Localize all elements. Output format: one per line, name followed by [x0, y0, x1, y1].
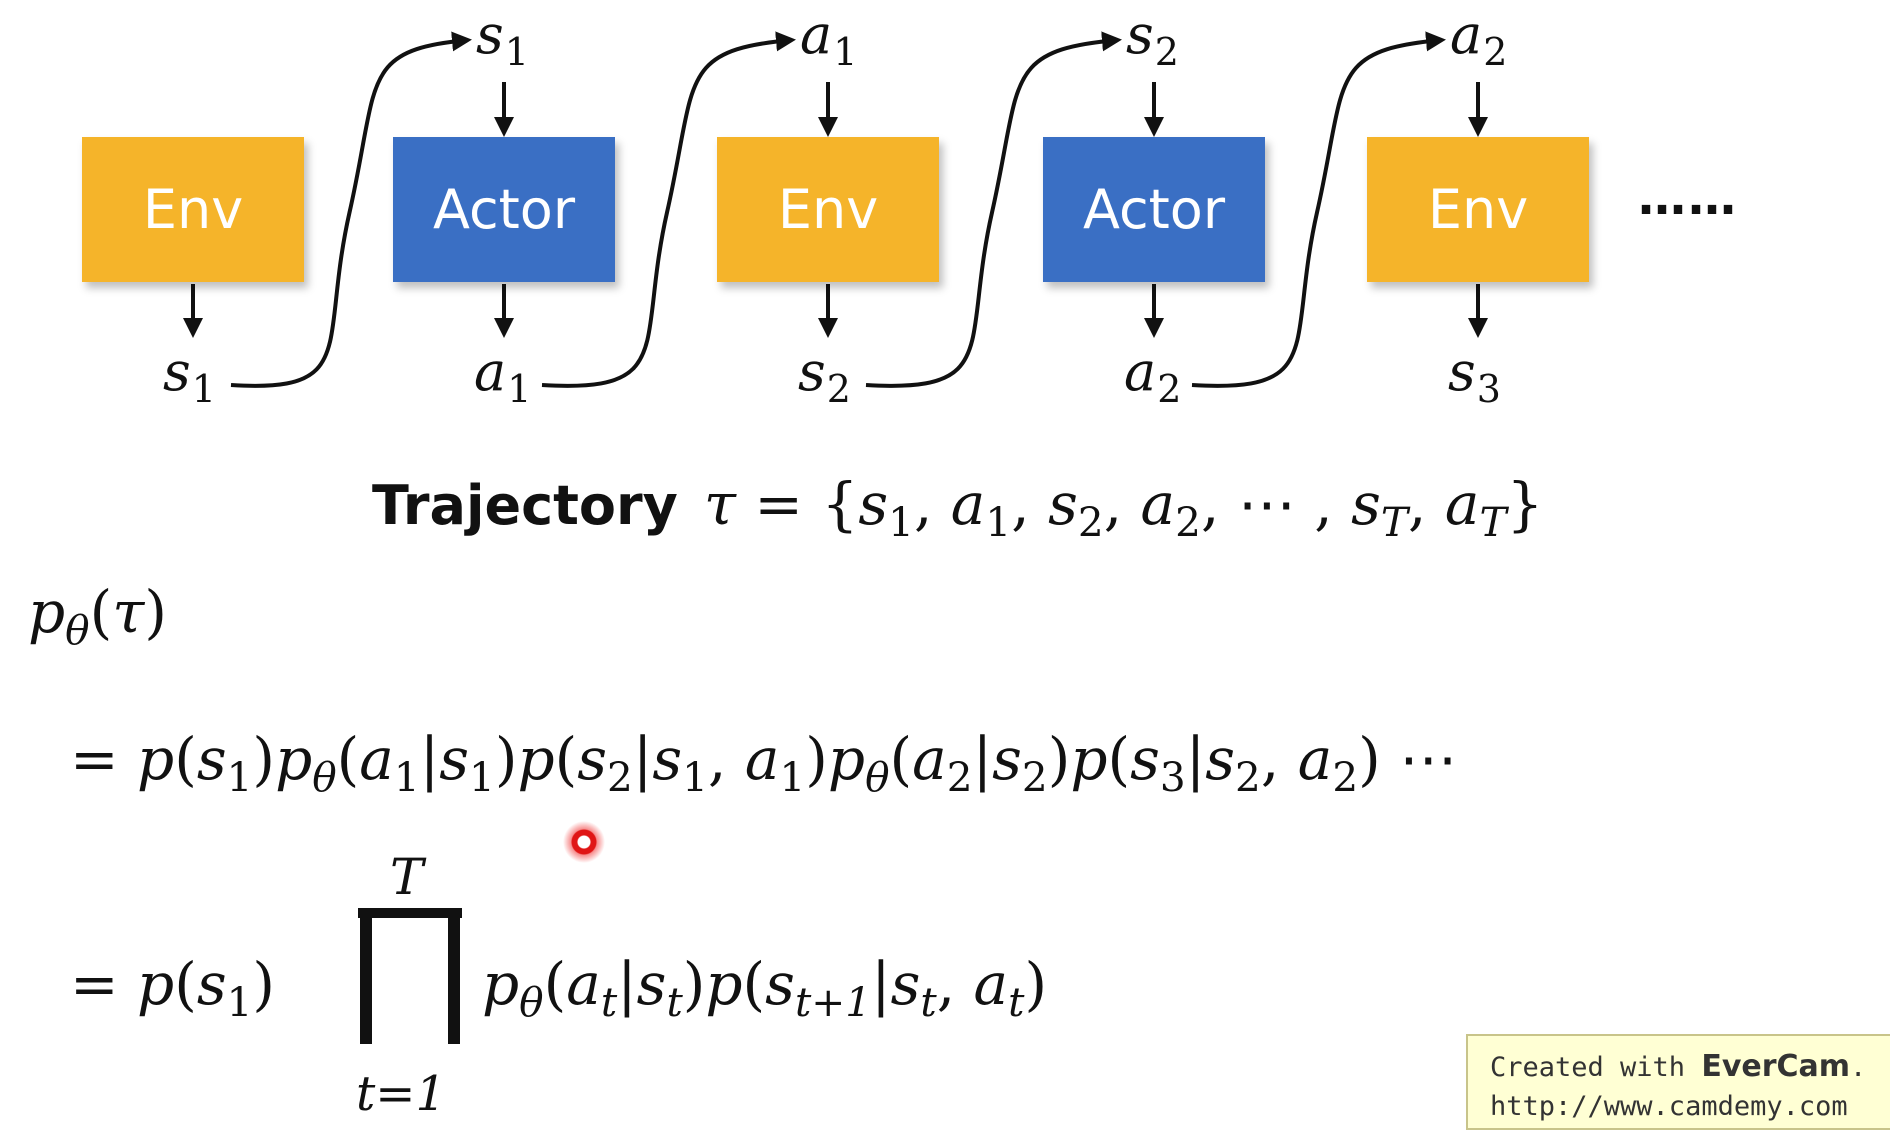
product-symbol	[358, 908, 462, 1044]
expansion-text: = p(s1)pθ(a1|s1)p(s2|s1, a1)pθ(a2|s2)p(s…	[70, 725, 1458, 802]
watermark-prefix: Created with	[1490, 1052, 1702, 1083]
top-var-s1: s1	[476, 3, 529, 74]
env-actor-diagram: Env Actor Env Actor Env s1 a1 s2 a2 s3 s1 a1 s2 a2 ……	[0, 0, 1890, 440]
product-prefix: = p(s1)	[70, 950, 276, 1027]
product-operator: T t=1	[350, 848, 470, 1122]
watermark-brand: EverCam	[1701, 1049, 1851, 1084]
product-lower-limit: t=1	[356, 1066, 446, 1122]
bottom-var-s1: s1	[163, 340, 216, 411]
diagram-arrows	[183, 31, 1488, 388]
env-box-3: Env	[717, 137, 939, 282]
feedback-curve-4	[1191, 31, 1446, 388]
top-var-a2: a2	[1450, 3, 1508, 74]
env-box-1: Env	[82, 137, 304, 282]
probability-expansion-line: = p(s1)pθ(a1|s1)p(s2|s1, a1)pθ(a2|s2)p(s…	[70, 725, 1457, 801]
product-lower-text: t=1	[356, 1066, 447, 1122]
product-body: pθ(at|st)p(st+1|st, at)	[482, 950, 1047, 1026]
product-body-text: pθ(at|st)p(st+1|st, at)	[482, 950, 1048, 1027]
continuation-ellipsis: ……	[1638, 170, 1738, 226]
bottom-var-s3: s3	[1448, 340, 1501, 411]
trajectory-formula: τ = {s1, a1, s2, a2, ⋯ , sT, aT}	[704, 470, 1544, 546]
evercam-watermark: Created with EverCam. http://www.camdemy…	[1466, 1034, 1890, 1130]
trajectory-probability-lhs: pθ(τ)	[28, 578, 167, 654]
bottom-var-a1: a1	[474, 340, 532, 411]
actor-box-2: Actor	[393, 137, 615, 282]
actor-box-4: Actor	[1043, 137, 1265, 282]
feedback-curve-1	[230, 31, 472, 388]
env-box-5: Env	[1367, 137, 1589, 282]
bottom-var-a2: a2	[1124, 340, 1182, 411]
top-var-s2: s2	[1126, 3, 1179, 74]
trajectory-formula-text: τ = {s1, a1, s2, a2, ⋯ , sT, aT}	[703, 470, 1544, 547]
trajectory-definition: Trajectory τ = {s1, a1, s2, a2, ⋯ , sT, …	[372, 470, 1543, 546]
probability-product-line: = p(s1)	[70, 950, 275, 1026]
watermark-url: http://www.camdemy.com	[1490, 1091, 1848, 1122]
top-var-a1: a1	[800, 3, 858, 74]
bottom-var-s2: s2	[798, 340, 851, 411]
product-upper-limit: T	[390, 848, 424, 906]
feedback-curve-2	[541, 31, 796, 388]
pointer-cursor	[563, 821, 605, 863]
watermark-created-line: Created with EverCam.	[1490, 1046, 1890, 1088]
lhs-text: pθ(τ)	[28, 578, 167, 655]
feedback-curve-3	[865, 31, 1122, 388]
trajectory-label: Trajectory	[372, 474, 678, 537]
watermark-suffix: .	[1850, 1052, 1867, 1083]
